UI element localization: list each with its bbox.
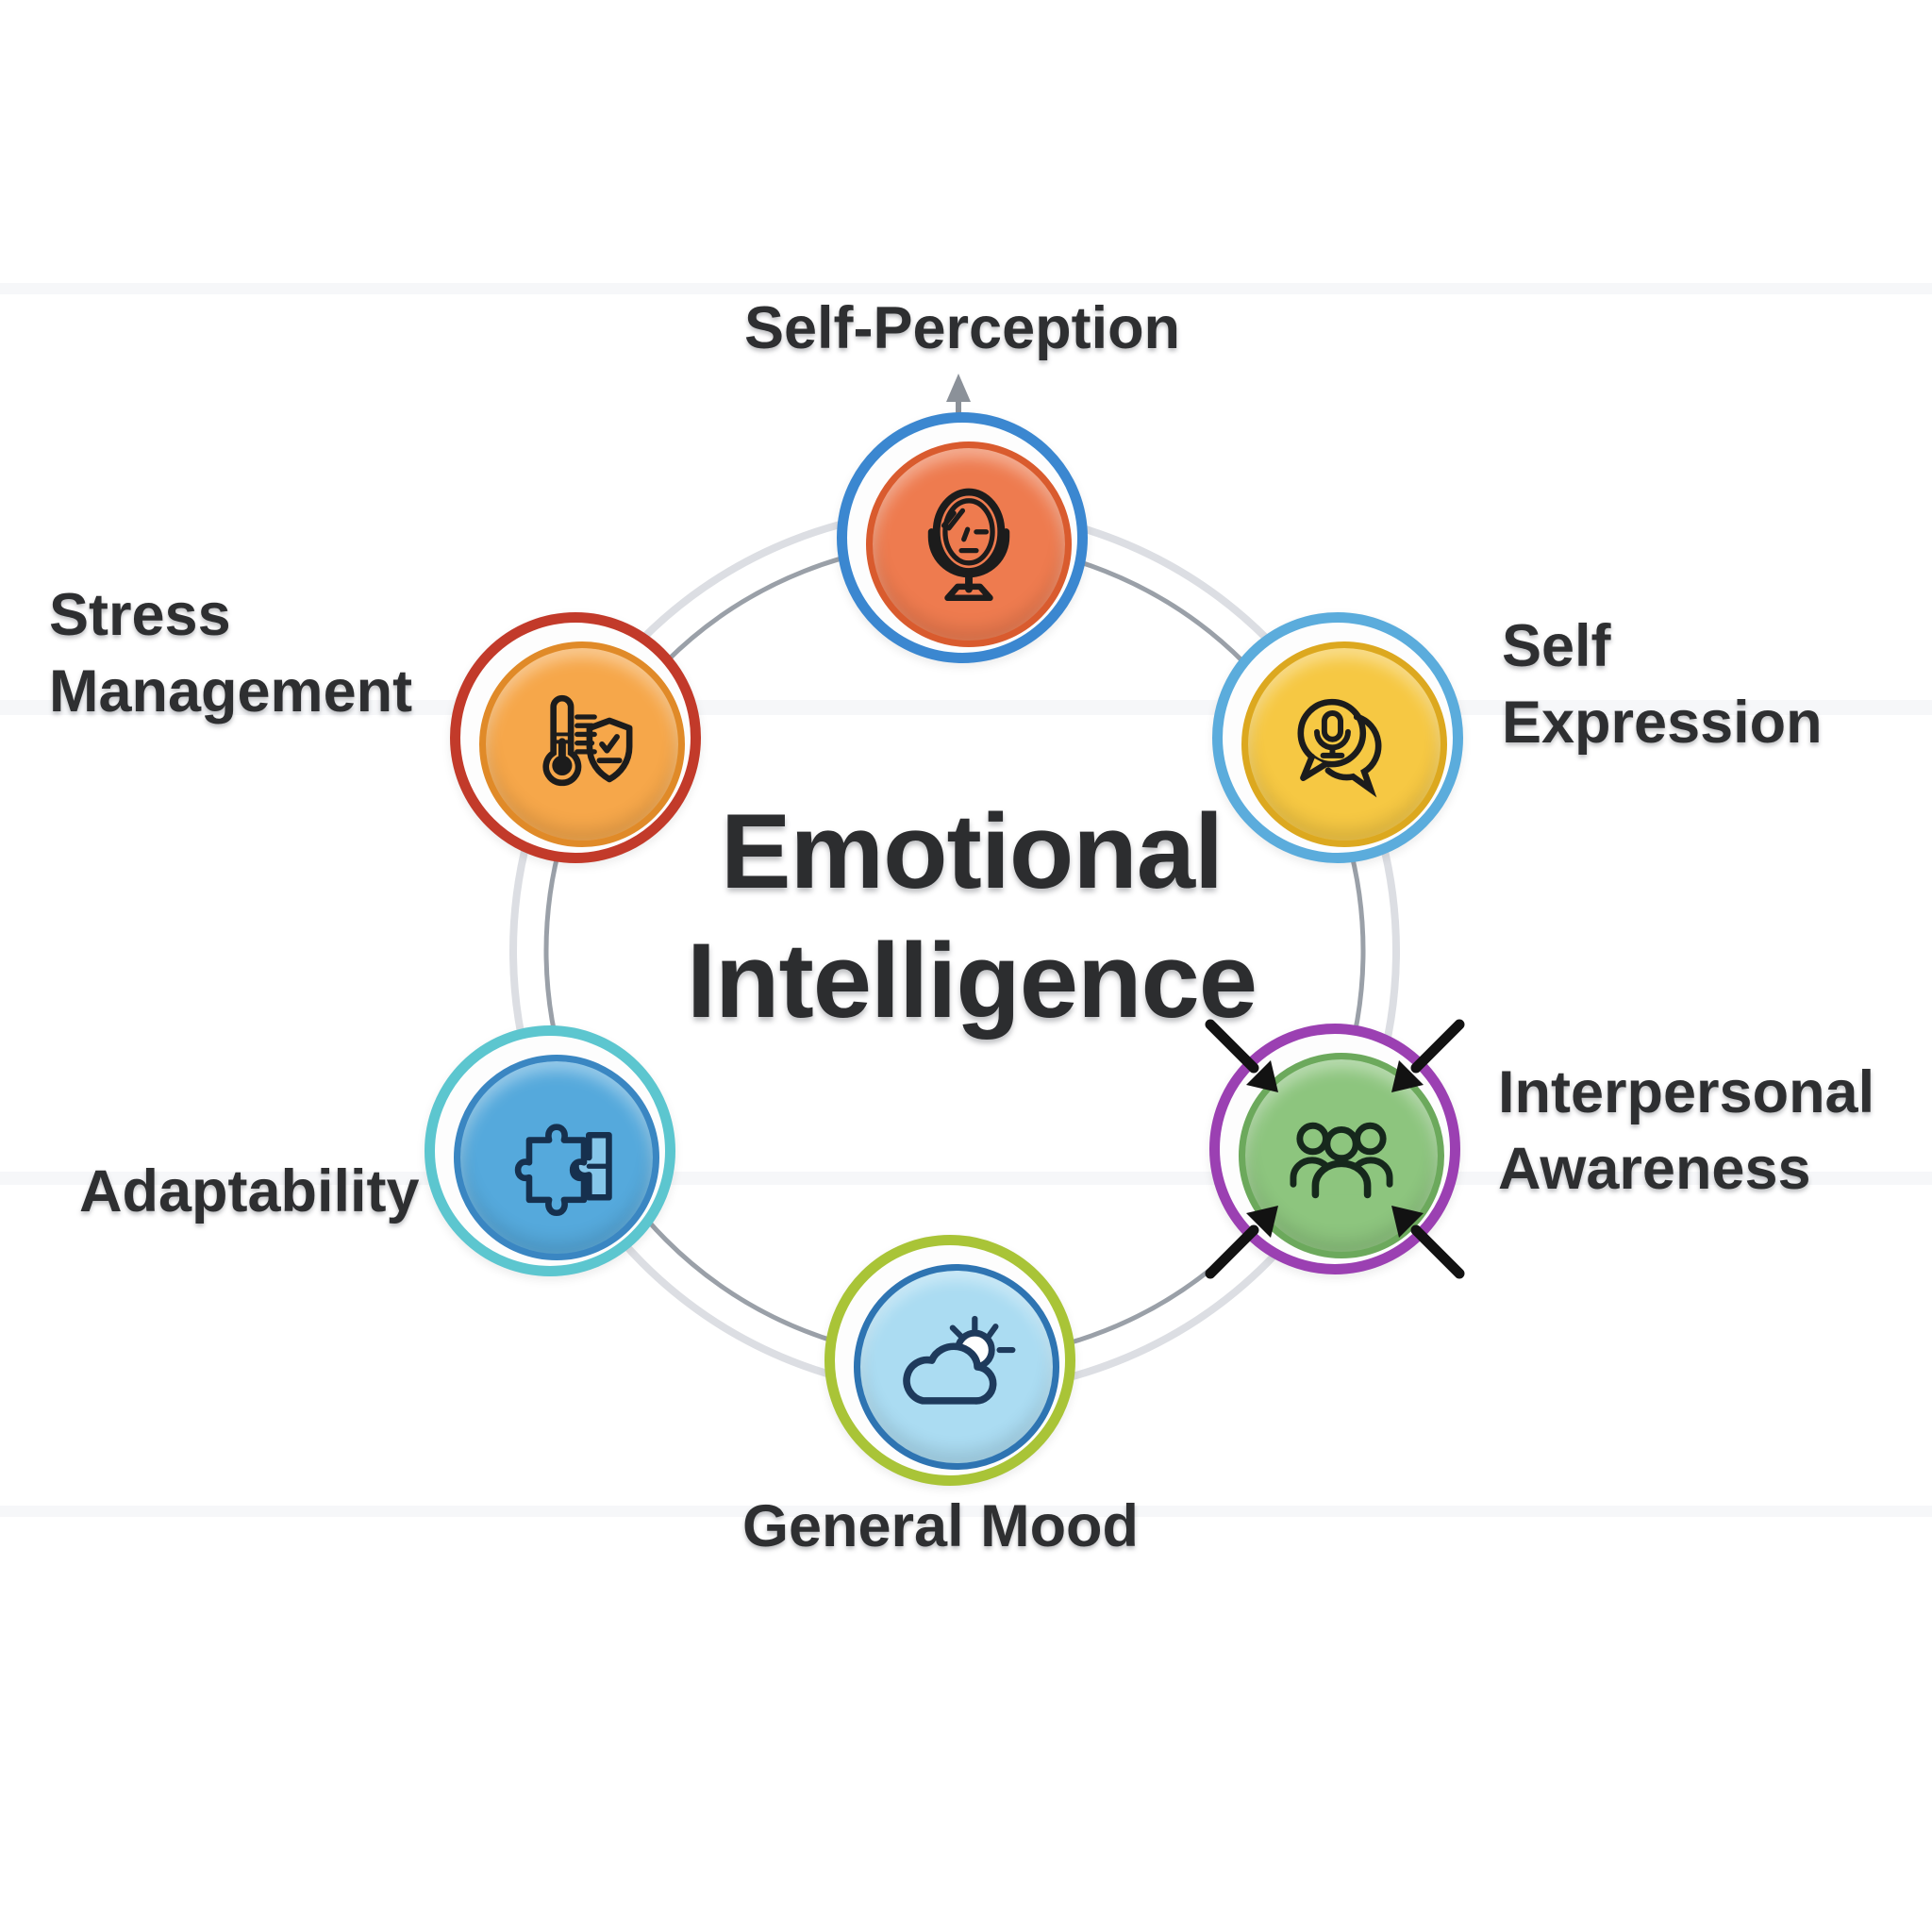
label-line: Interpersonal bbox=[1498, 1059, 1875, 1125]
label-adaptability: Adaptability bbox=[79, 1154, 570, 1230]
puzzle-icon bbox=[514, 1124, 612, 1216]
node-circle bbox=[1241, 641, 1447, 847]
title-line1: Emotional bbox=[720, 792, 1224, 910]
label-self-perception: Self-Perception bbox=[491, 291, 1434, 367]
label-self-expression: Self Expression bbox=[1502, 608, 1932, 760]
label-line: Awareness bbox=[1498, 1135, 1811, 1202]
label-line: Management bbox=[49, 658, 413, 724]
label-general-mood: General Mood bbox=[563, 1489, 1318, 1565]
thermometer-shield-icon bbox=[542, 694, 633, 787]
node-circle bbox=[854, 1264, 1059, 1470]
people-group-icon bbox=[1290, 1122, 1393, 1199]
node-stress-management bbox=[450, 612, 701, 863]
cloud-sun-icon bbox=[903, 1315, 1016, 1405]
node-circle bbox=[479, 641, 685, 847]
label-stress-management: Stress Management bbox=[49, 577, 540, 729]
speech-bubbles-mic-icon bbox=[1297, 698, 1382, 798]
node-circle bbox=[454, 1055, 659, 1260]
node-circle bbox=[866, 441, 1072, 647]
node-general-mood bbox=[824, 1235, 1075, 1486]
label-line: Stress bbox=[49, 582, 231, 648]
inward-arrows-icon bbox=[1205, 1019, 1465, 1279]
node-self-expression bbox=[1212, 612, 1463, 863]
node-adaptability bbox=[425, 1025, 675, 1276]
title-line2: Intelligence bbox=[686, 921, 1257, 1040]
label-line: General Mood bbox=[741, 1493, 1140, 1559]
label-line: Self-Perception bbox=[743, 295, 1181, 361]
mirror-icon bbox=[927, 488, 1010, 602]
diagram-title: Emotional Intelligence bbox=[500, 788, 1443, 1045]
label-line: Adaptability bbox=[79, 1158, 420, 1224]
label-interpersonal-awareness: Interpersonal Awareness bbox=[1498, 1055, 1932, 1207]
node-self-perception bbox=[837, 412, 1088, 663]
label-line: Expression bbox=[1502, 689, 1823, 756]
label-line: Self bbox=[1502, 613, 1611, 679]
